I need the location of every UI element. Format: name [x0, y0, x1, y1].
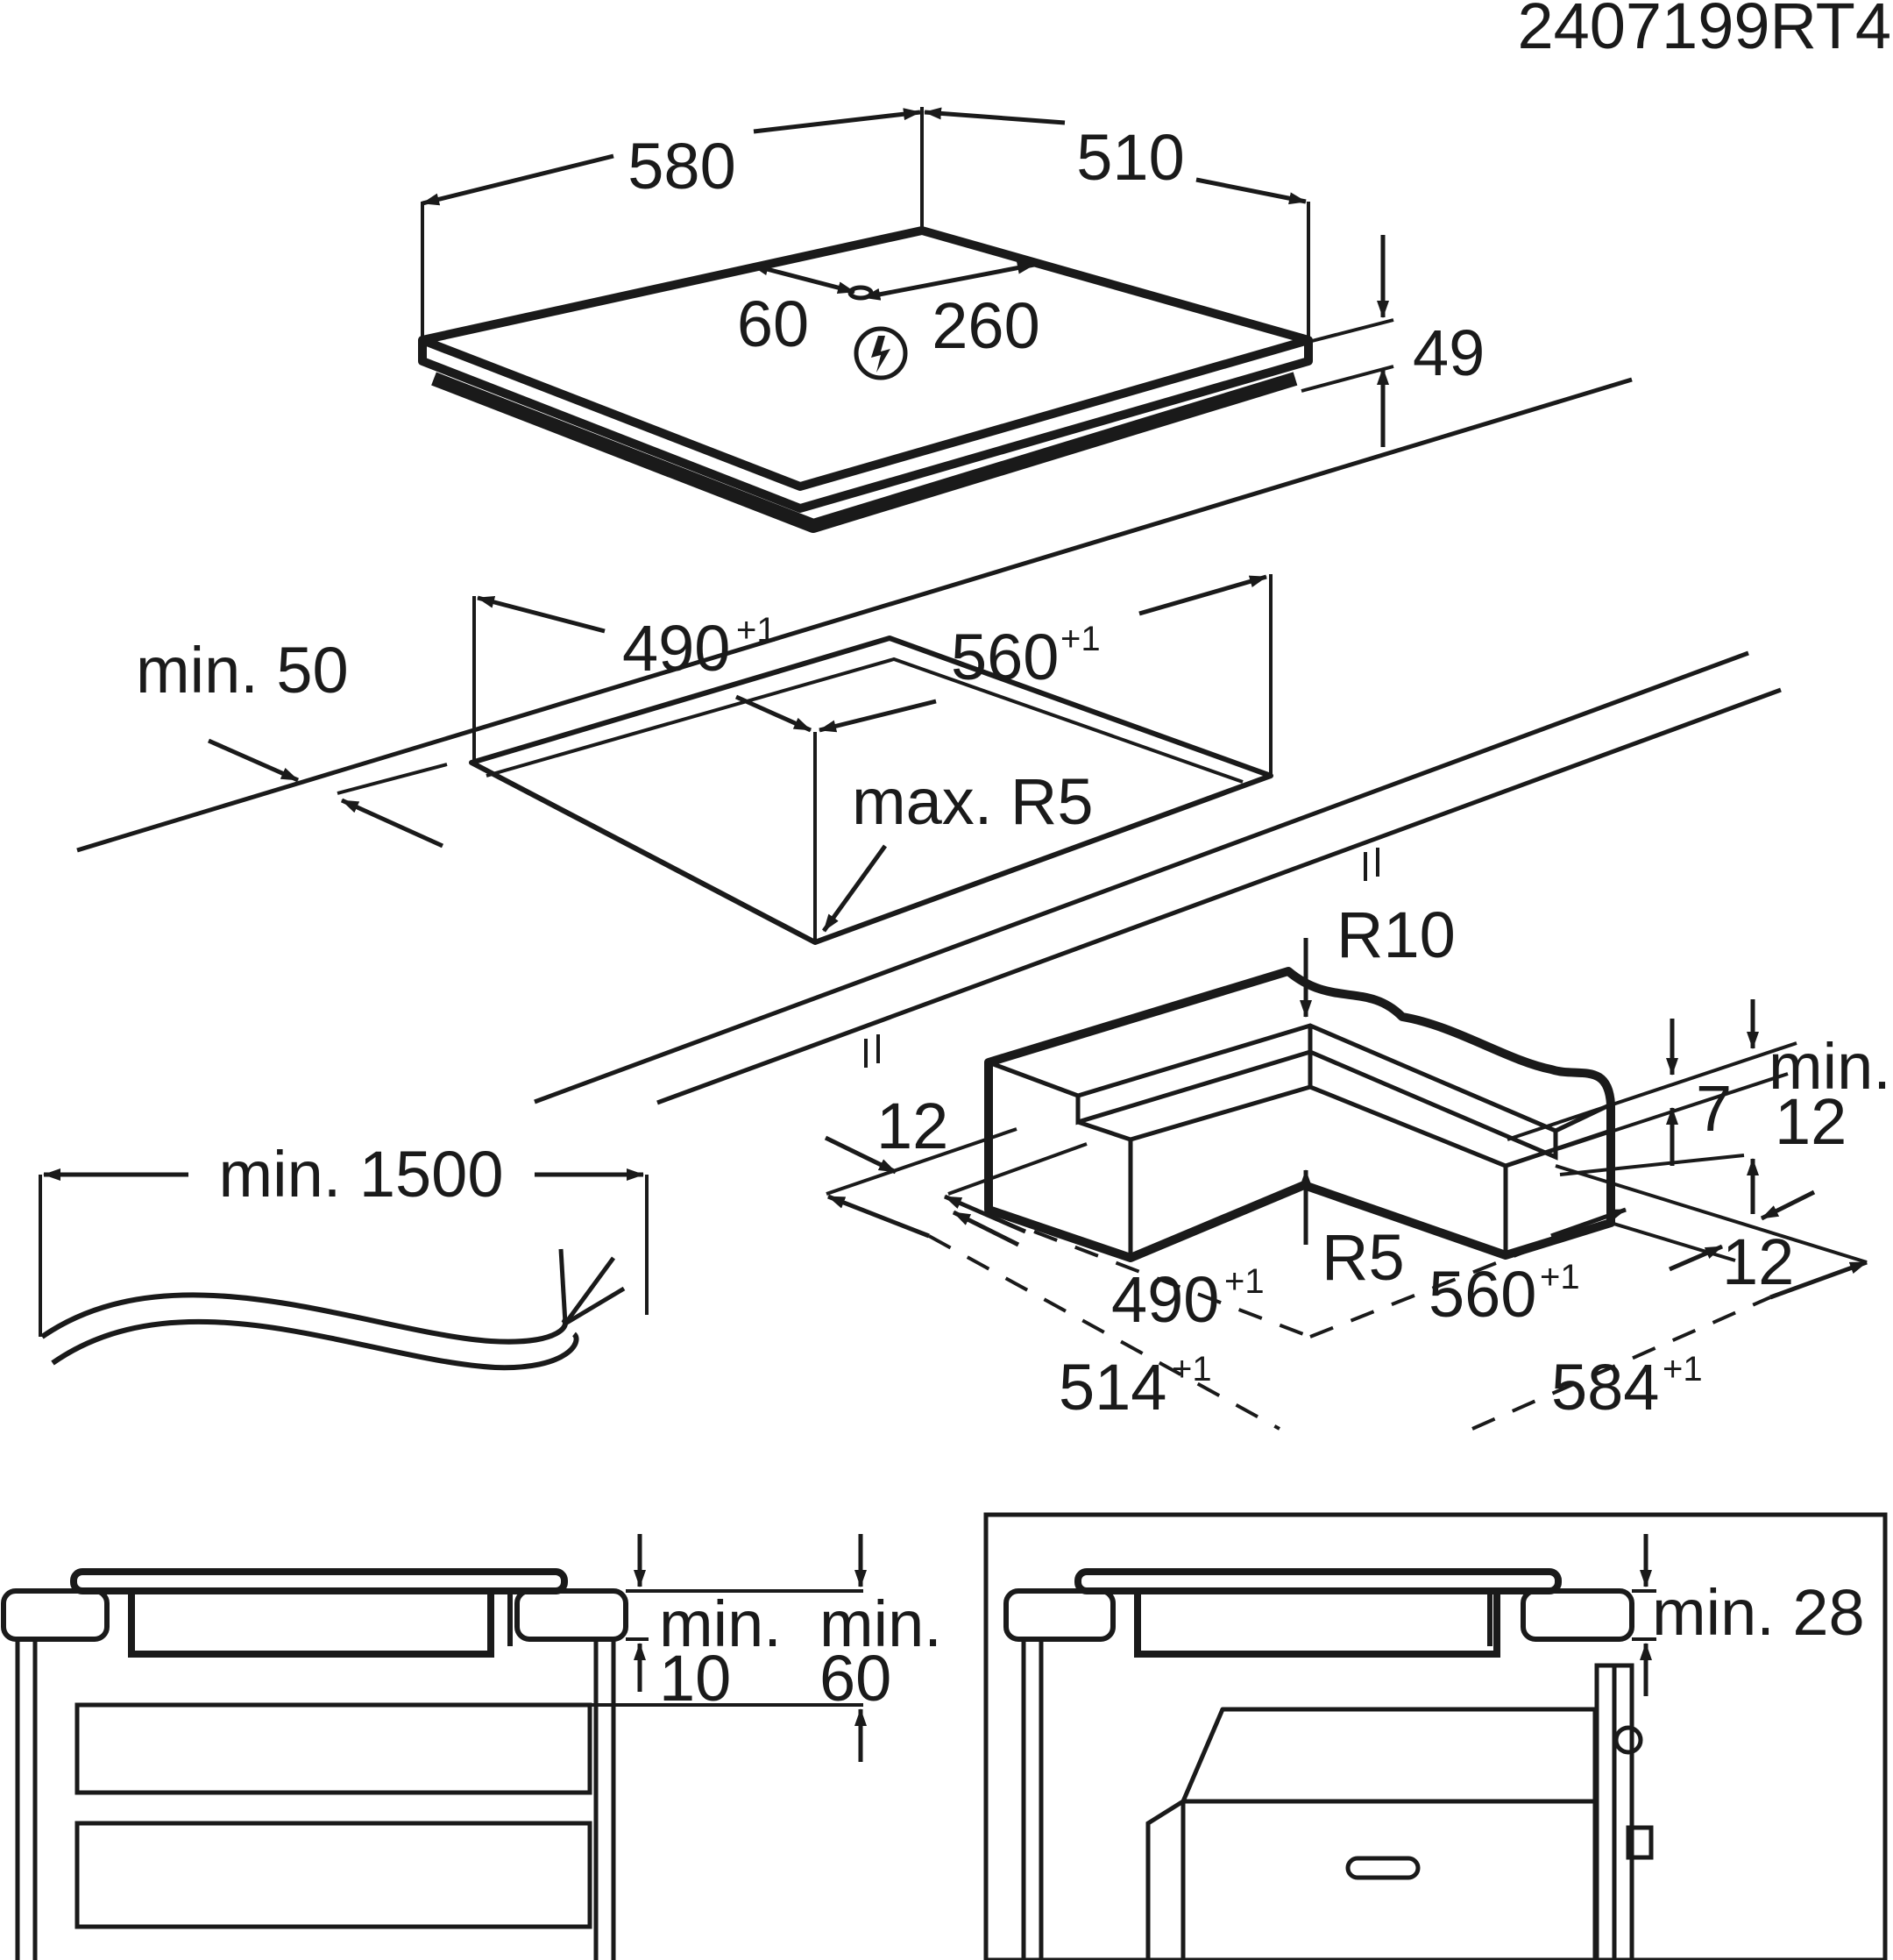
inner-depth-label: 490 — [1111, 1263, 1219, 1336]
cutout-width-tol: +1 — [1060, 620, 1101, 658]
gap-a-min-label: min. — [659, 1587, 782, 1660]
outer-radius-label: R10 — [1336, 898, 1456, 971]
gap-b-min-label: min. — [819, 1587, 942, 1660]
inner-depth-tol: +1 — [1224, 1262, 1265, 1301]
rebate-7-label: 7 — [1696, 1072, 1732, 1145]
edge-distance-label: min. 50 — [136, 634, 349, 707]
conn-offset-a-label: 60 — [737, 288, 809, 360]
cutout-depth-label: 490 — [622, 612, 730, 685]
right-12-label: 12 — [1775, 1085, 1847, 1158]
lightning-bolt-icon — [854, 326, 908, 380]
inner-width-label: 560 — [1429, 1258, 1536, 1331]
outer-depth-tol: +1 — [1172, 1350, 1212, 1388]
hob-drawing: 60 260 — [418, 226, 1313, 533]
gap-a-value-label: 10 — [659, 1642, 731, 1715]
side-12-label: 12 — [876, 1090, 948, 1162]
worktop-cutout: 490 +1 560 +1 min. 50 max. R5 — [76, 377, 1633, 945]
hob-size-dimensions: 580 510 49 — [421, 107, 1485, 447]
outer-depth-label: 514 — [1059, 1351, 1166, 1424]
power-cable: min. 1500 — [39, 1138, 649, 1371]
section-oven: min. 28 — [983, 1512, 1888, 1960]
outer-width-label: 584 — [1551, 1351, 1659, 1424]
corner-radius-label: max. R5 — [852, 765, 1094, 838]
worktop-edge — [534, 650, 1782, 1105]
gap-b-value-label: 60 — [819, 1642, 891, 1715]
hob-width-label: 580 — [627, 130, 735, 202]
cable-length-label: min. 1500 — [219, 1138, 504, 1211]
oven-gap-label: min. 28 — [1652, 1576, 1865, 1649]
cutout-depth-tol: +1 — [736, 611, 776, 650]
hob-depth-label: 510 — [1076, 121, 1184, 194]
inner-radius-label: R5 — [1322, 1221, 1405, 1294]
document-code: 2407199RT4 — [1517, 0, 1891, 62]
oven-handle — [1345, 1856, 1421, 1880]
hob-height-label: 49 — [1413, 316, 1485, 389]
bottom-12-label: 12 — [1722, 1225, 1794, 1298]
cutout-width-label: 560 — [951, 621, 1059, 693]
conn-offset-b-label: 260 — [932, 289, 1039, 362]
outer-width-tol: +1 — [1663, 1350, 1703, 1388]
section-drawer-cabinet: min. 10 min. 60 — [1, 1534, 942, 1960]
right-min-label: min. — [1769, 1030, 1891, 1103]
frame-detail: R10 R5 12 7 min. 12 12 490 +1 560 + — [824, 898, 1891, 1431]
inner-width-tol: +1 — [1540, 1258, 1580, 1296]
